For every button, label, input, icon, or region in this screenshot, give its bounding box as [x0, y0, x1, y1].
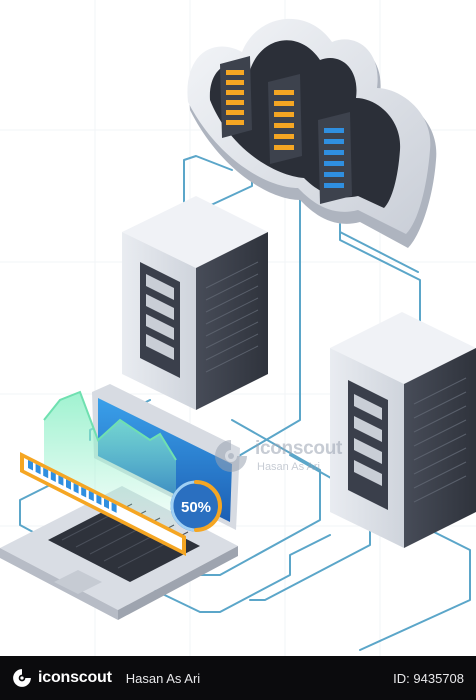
loading-bar-segment — [35, 463, 41, 475]
iconscout-logo-icon[interactable] — [12, 668, 32, 688]
cloud-server-right — [318, 112, 352, 204]
footer-asset-id: ID: 9435708 — [393, 670, 464, 686]
progress-percent-label: 50% — [181, 499, 211, 516]
progress-ring: 50% — [170, 480, 222, 532]
loading-bar-segment — [43, 467, 49, 479]
loading-bar-segment — [111, 502, 117, 513]
server-rack-icon — [330, 312, 476, 548]
footer-bar: iconscout Hasan As Ari ID: 9435708 — [0, 656, 476, 700]
line-chart-panel — [43, 390, 177, 540]
iconscout-logo-icon — [215, 440, 247, 472]
footer-brand[interactable]: iconscout — [38, 669, 112, 686]
server-rack-icon — [122, 196, 268, 410]
watermark-brand: iconscout — [255, 438, 343, 459]
loading-bar-segment — [88, 490, 94, 502]
loading-bar-segment — [66, 479, 71, 490]
cloud-server-middle — [268, 74, 302, 164]
cloud-icon — [187, 18, 437, 249]
illustration: 50% iconscout Hasan As Ari — [0, 0, 476, 656]
loading-bar-fill — [28, 460, 117, 513]
watermark: iconscout Hasan As Ari — [213, 436, 373, 480]
footer-author[interactable]: Hasan As Ari — [125, 670, 201, 686]
cloud-server-left — [220, 56, 252, 138]
loading-bar-segment — [73, 483, 79, 494]
loading-bar-segment — [81, 486, 87, 498]
loading-bar-segment — [58, 475, 64, 486]
watermark-author: Hasan As Ari — [257, 461, 320, 473]
loading-bar-segment — [96, 494, 102, 506]
loading-bar-segment — [104, 498, 109, 509]
loading-bar — [20, 452, 186, 556]
loading-bar-segment — [28, 460, 33, 471]
loading-bar-segment — [50, 471, 56, 483]
progress-ring-arc — [194, 480, 222, 532]
